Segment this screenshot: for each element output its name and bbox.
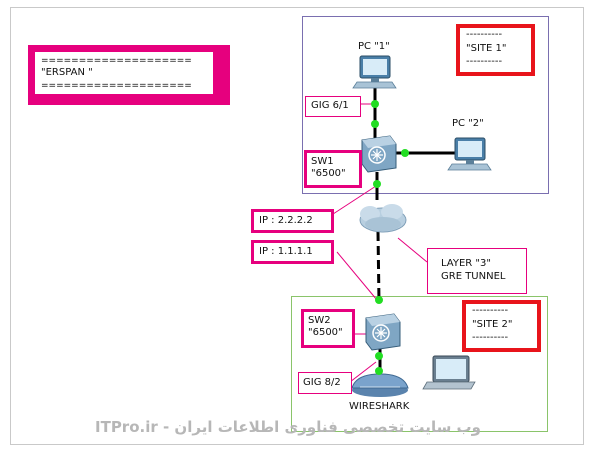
- wireshark-device-icon: [351, 373, 409, 397]
- site1-rule-bottom: ----------: [466, 56, 503, 67]
- sw1-name: SW1: [311, 156, 334, 167]
- pc2-icon: [447, 137, 492, 171]
- sw2-icon: [365, 313, 401, 351]
- ip2-box: IP : 2.2.2.2: [251, 209, 334, 233]
- site1-region: [302, 16, 549, 194]
- erspan-rule-top: ====================: [41, 56, 192, 66]
- gig61-box: GIG 6/1: [305, 96, 361, 117]
- pc1-label: PC "1": [358, 41, 390, 52]
- sw1-box: SW1 "6500": [304, 150, 362, 188]
- ip2-label: IP : 2.2.2.2: [259, 215, 313, 226]
- cloud-icon: [359, 204, 407, 233]
- site2-box: ---------- "SITE 2" ----------: [462, 300, 541, 352]
- site2-rule-top: ----------: [472, 305, 509, 316]
- ip1-label: IP : 1.1.1.1: [259, 246, 313, 257]
- erspan-rule-bottom: ====================: [41, 81, 192, 91]
- gre-tunnel-name: GRE TUNNEL: [441, 271, 506, 282]
- site1-rule-top: ----------: [466, 29, 503, 40]
- gig82-box: GIG 8/2: [298, 372, 352, 394]
- laptop-icon: [422, 355, 476, 390]
- gre-tunnel-box: LAYER "3" GRE TUNNEL: [427, 248, 527, 294]
- diagram-frame: [10, 7, 584, 445]
- ip1-box: IP : 1.1.1.1: [251, 240, 334, 264]
- sw1-icon: [361, 135, 397, 173]
- erspan-title: "ERSPAN ": [41, 67, 93, 78]
- gig82-label: GIG 8/2: [303, 377, 341, 388]
- link-dots: [371, 100, 409, 375]
- sw2-model: "6500": [308, 327, 343, 338]
- gre-tunnel-link: [376, 231, 381, 303]
- pc2-label: PC "2": [452, 118, 484, 129]
- erspan-title-inner: ==================== "ERSPAN " =========…: [35, 52, 213, 94]
- sw2-box: SW2 "6500": [301, 309, 355, 348]
- gig61-label: GIG 6/1: [311, 100, 349, 111]
- site2-name: "SITE 2": [472, 319, 513, 330]
- site1-name: "SITE 1": [466, 43, 507, 54]
- sw2-name: SW2: [308, 315, 331, 326]
- gre-tunnel-layer: LAYER "3": [441, 258, 491, 269]
- site2-rule-bottom: ----------: [472, 332, 509, 343]
- site1-box: ---------- "SITE 1" ----------: [456, 24, 535, 76]
- site-watermark: وب سایت تخصصی فناوری اطلاعات ایران - ITP…: [95, 418, 481, 436]
- site2-region: [291, 296, 548, 432]
- sw1-model: "6500": [311, 168, 346, 179]
- pc1-icon: [352, 55, 397, 89]
- wireshark-label: WIRESHARK: [349, 401, 410, 412]
